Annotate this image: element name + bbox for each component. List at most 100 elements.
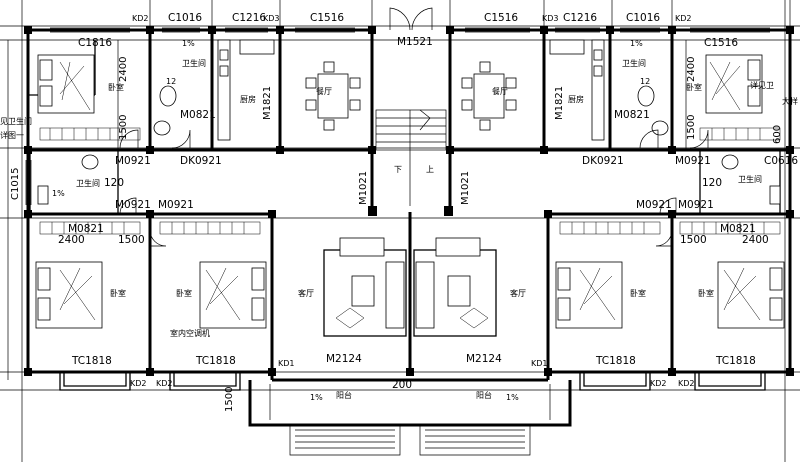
door-label: DK0921	[180, 155, 222, 167]
ac-tag: KD1	[278, 359, 295, 368]
ac-tag: KD2	[156, 379, 173, 388]
window-label: TC1818	[195, 355, 236, 367]
room-label: 厨房	[240, 94, 256, 104]
window-label: C1016	[168, 12, 202, 24]
window-label: C1015	[10, 168, 21, 200]
room-label: 餐厅	[316, 87, 332, 96]
ac-tag: KD3	[542, 14, 559, 23]
stair-up-label: 上	[426, 165, 434, 174]
door-label: M0921	[115, 155, 151, 167]
door-label: M1821	[262, 86, 273, 120]
detail-note: 详见卫	[750, 80, 774, 90]
dining-tables	[305, 61, 517, 131]
plan-labels: C1816 C1016 C1216 C1516 C1516 C1216 C101…	[0, 12, 798, 412]
room-label: 阳台	[476, 390, 492, 400]
room-label: 卧室	[176, 288, 192, 298]
window-label: C1816	[78, 37, 112, 49]
room-label: 阳台	[336, 390, 352, 400]
door-swings	[119, 7, 709, 247]
door-label: M0821	[614, 109, 650, 121]
room-label: 卫生间	[76, 178, 100, 188]
door-label: M0921	[115, 199, 151, 211]
room-label: 卧室	[108, 82, 124, 92]
ac-tag: KD3	[263, 14, 280, 23]
dimension-label: 2400	[118, 57, 129, 82]
window-marks	[25, 27, 781, 391]
room-label: 厨房	[568, 94, 584, 104]
ac-tag: KD2	[650, 379, 667, 388]
room-label: 卧室	[686, 82, 702, 92]
room-label: 餐厅	[492, 87, 508, 96]
door-label: M0821	[68, 223, 104, 235]
room-label: 卫生间	[738, 174, 762, 184]
ac-tag: KD2	[675, 14, 692, 23]
bathroom-fixtures	[37, 85, 781, 205]
window-label: TC1818	[595, 355, 636, 367]
room-label: 卫生间	[182, 58, 206, 68]
window-label: C1216	[232, 12, 266, 24]
window-label: C1016	[626, 12, 660, 24]
slope-label: 1%	[310, 393, 323, 402]
dimension-label: 120	[702, 177, 722, 189]
ac-tag: KD2	[678, 379, 695, 388]
dimension-label: 12	[166, 77, 176, 86]
window-label: C0616	[764, 155, 798, 167]
ac-tag: KD1	[531, 359, 548, 368]
dimension-label: 2400	[742, 234, 769, 246]
dimension-label: 1500	[224, 387, 235, 412]
detail-note: 大样	[782, 96, 798, 106]
detail-note: 室内空调机	[170, 328, 210, 338]
door-label: M0821	[180, 109, 216, 121]
dimension-label: 200	[392, 379, 412, 391]
living-room-furniture	[323, 237, 497, 337]
window-label: TC1818	[715, 355, 756, 367]
door-label: M2124	[466, 353, 502, 365]
door-label: M1521	[397, 36, 433, 48]
slope-label: 1%	[52, 189, 65, 198]
door-label: M0921	[636, 199, 672, 211]
door-label: M0821	[720, 223, 756, 235]
room-label: 卫生间	[622, 58, 646, 68]
door-label: M1021	[460, 171, 471, 205]
dimension-label: 600	[772, 125, 783, 144]
room-label: 卧室	[698, 288, 714, 298]
door-label: M0921	[678, 199, 714, 211]
slope-label: 1%	[182, 39, 195, 48]
balconies	[248, 380, 572, 456]
window-label: TC1818	[71, 355, 112, 367]
room-label: 卧室	[110, 288, 126, 298]
dimension-label: 1500	[686, 115, 697, 140]
window-label: C1516	[484, 12, 518, 24]
bed-furniture	[35, 54, 785, 329]
window-label: C1516	[704, 37, 738, 49]
room-label: 客厅	[510, 288, 526, 298]
dimension-label: 2400	[58, 234, 85, 246]
kitchen-fixtures	[217, 39, 605, 141]
door-label: M2124	[326, 353, 362, 365]
door-label: M1821	[554, 86, 565, 120]
window-label: C1516	[310, 12, 344, 24]
dimension-label: 1500	[118, 234, 145, 246]
door-label: M1021	[358, 171, 369, 205]
dimension-label: 1500	[118, 115, 129, 140]
structural-columns	[24, 26, 794, 376]
stair-down-label: 下	[394, 165, 402, 174]
door-label: M0921	[675, 155, 711, 167]
detail-note: 见卫生间	[0, 116, 32, 126]
dimension-label: 12	[640, 77, 650, 86]
dimension-label: 2400	[686, 57, 697, 82]
dimension-label: 120	[104, 177, 124, 189]
slope-label: 1%	[506, 393, 519, 402]
ac-tag: KD2	[130, 379, 147, 388]
slope-label: 1%	[630, 39, 643, 48]
window-label: C1216	[563, 12, 597, 24]
stair	[375, 109, 447, 206]
detail-note: 详图一	[0, 130, 24, 140]
room-label: 卧室	[630, 288, 646, 298]
ac-tag: KD2	[132, 14, 149, 23]
dimension-label: 1500	[680, 234, 707, 246]
door-label: M0921	[158, 199, 194, 211]
door-label: DK0921	[582, 155, 624, 167]
